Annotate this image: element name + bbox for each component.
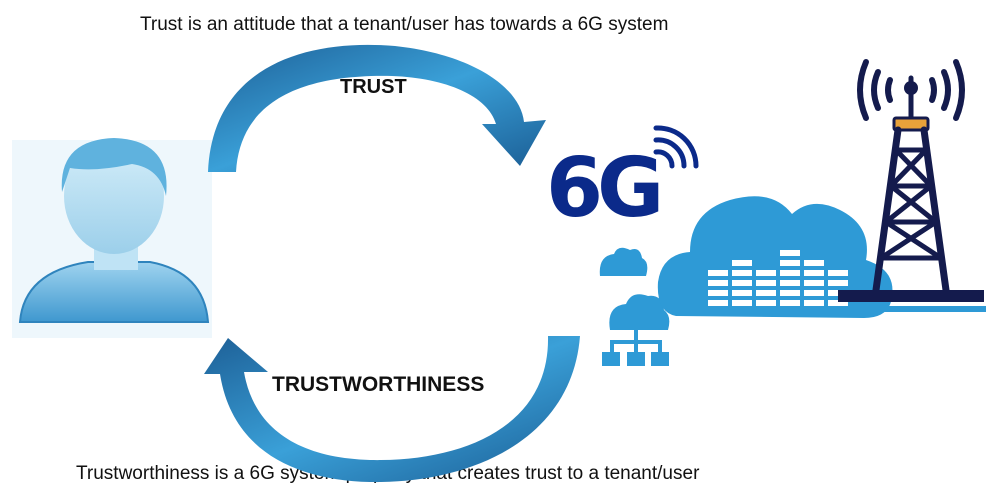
6g-logo: 6G <box>546 141 664 236</box>
trust-arrow <box>208 44 546 172</box>
top-caption: Trust is an attitude that a tenant/user … <box>140 14 669 35</box>
trustworthiness-label: TRUSTWORTHINESS <box>272 373 485 396</box>
trust-label: TRUST <box>340 76 407 98</box>
cloud-network-icon <box>602 294 670 366</box>
trustworthiness-arrow <box>204 336 580 483</box>
cloud-server-icon <box>657 196 893 318</box>
user-avatar-icon <box>12 138 212 338</box>
small-cloud-icon <box>599 247 648 276</box>
wifi-signal-icon <box>653 125 699 169</box>
cell-tower-icon <box>830 59 986 312</box>
server-bars <box>708 250 848 306</box>
